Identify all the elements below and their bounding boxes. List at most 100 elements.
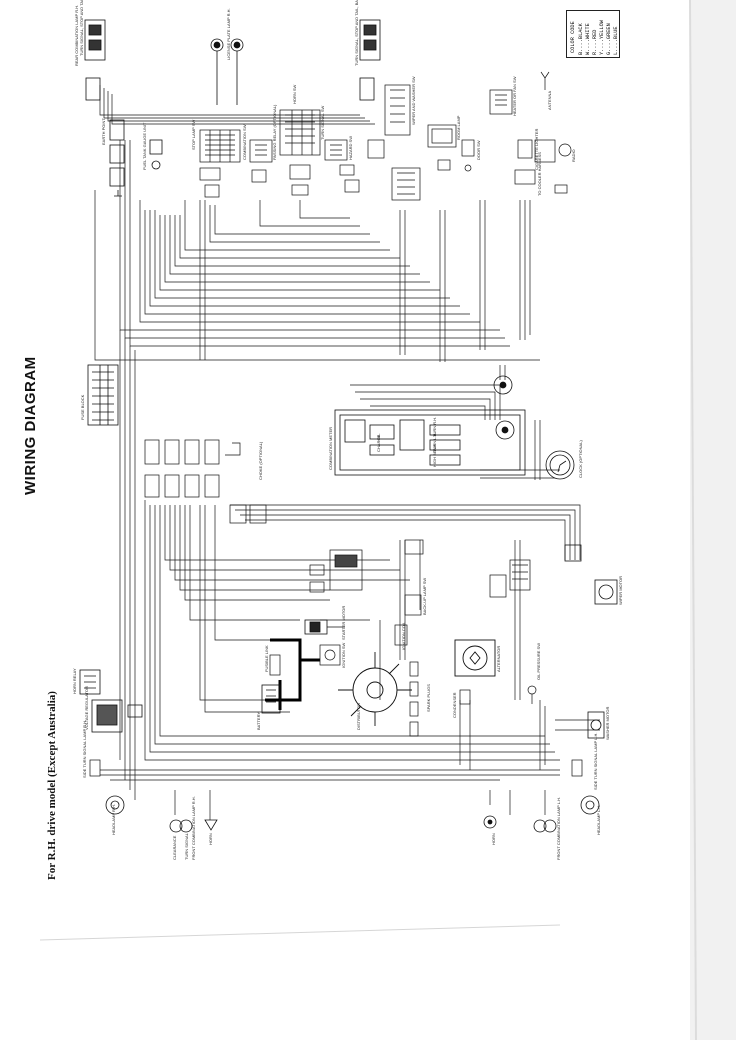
- rear-combination-lamp-lh: [359, 19, 381, 101]
- component-label: RADIO: [571, 149, 576, 162]
- component-label: HORN RELAY: [72, 668, 77, 694]
- headlamp-rh: [105, 795, 125, 815]
- ignition-coil: [394, 624, 408, 646]
- component-label: CIGARETTE LIGHTER: [534, 129, 539, 170]
- fuse-block: [87, 364, 119, 426]
- component-label: LICENSE PLATE LAMP R.H.: [226, 8, 231, 60]
- front-combination-lamp-rh: [169, 819, 193, 833]
- wiper-washer-sw: [384, 84, 421, 201]
- oil-pressure-sw: [527, 685, 537, 704]
- component-label: VOLTAGE REGULATOR: [84, 686, 89, 730]
- color-code-entry: R....RED: [592, 29, 598, 55]
- component-label: WASHER MOTOR: [605, 707, 610, 740]
- component-label: SIDE TURN SIGNAL LAMP R.H.: [82, 720, 87, 778]
- turn-signal-sw: [279, 109, 321, 196]
- horn-lh: [483, 815, 497, 829]
- battery-unit: [261, 684, 281, 714]
- voltage-regulator-unit: [309, 549, 363, 593]
- component-label: HEADLAMP L.H.: [596, 805, 601, 835]
- component-label: COMBINATION METER: [328, 427, 333, 470]
- color-code-legend: COLOR CODE B....BLACK W....WHITE R....RE…: [566, 10, 620, 58]
- rear-combination-lamp-rh: [84, 19, 106, 101]
- passing-relay: [249, 139, 273, 183]
- component-label: STARTER MOTOR: [341, 606, 346, 640]
- color-code-entry: W....WHITE: [585, 23, 591, 55]
- component-label: CLEARANCE: [172, 835, 177, 860]
- component-label: PASSING RELAY (OPTIONAL): [272, 104, 277, 160]
- starter-motor: [304, 619, 345, 635]
- back-up-lamp-sw: [404, 539, 424, 616]
- horn-relay: [79, 669, 101, 695]
- component-label: HORN: [208, 833, 213, 845]
- component-label: TURN SIGNAL, STOP AND TAIL, BACK-UP: [79, 0, 84, 56]
- component-label: IGNITION COIL: [401, 621, 406, 650]
- component-label: CLOCK (OPTIONAL): [578, 440, 583, 478]
- component-label: SPARK PLUGS: [426, 684, 431, 712]
- component-label: TO COOLER HARNESS: [537, 152, 542, 196]
- component-label: HEADLAMP R.H.: [111, 804, 116, 835]
- component-label: REAR COMBINATION LAMP R.H.: [74, 5, 79, 66]
- ignition-sw: [319, 644, 341, 666]
- component-label: CHOKE (OPTIONAL): [258, 441, 263, 480]
- component-label: BACK-UP LAMP SW: [422, 578, 427, 615]
- upper-harness: [94, 85, 540, 800]
- component-label: COMBINATION SW: [242, 124, 247, 160]
- side-turn-signal-lamp-rh: [89, 759, 101, 777]
- component-label: IGNITION SW: [341, 642, 346, 668]
- component-label: TURN SIGNAL: [184, 832, 189, 860]
- color-code-entry: Y....YELLOW: [599, 20, 605, 55]
- horn-rh: [204, 819, 218, 831]
- spark-plugs: [409, 661, 419, 737]
- component-label: TURN R.H.: [432, 417, 437, 437]
- clock: [545, 450, 575, 480]
- fuel-tank-gauge-unit: [149, 139, 163, 170]
- component-labels: TURN SIGNAL, STOP AND TAIL, BACK-UP REAR…: [72, 0, 623, 860]
- radio-antenna: [534, 71, 572, 194]
- washer-motor: [587, 711, 605, 739]
- component-label: FUSIBLE LINK: [264, 645, 269, 672]
- component-label: DOOR SW: [476, 140, 481, 160]
- component-label: HEATER OR FAN SW: [512, 76, 517, 116]
- color-code-entry: B....BLACK: [578, 23, 584, 55]
- earth-point-connectors: [109, 119, 125, 197]
- color-code-entry: G....GREEN: [606, 23, 612, 55]
- side-turn-signal-lamp-lh: [571, 759, 583, 777]
- component-label: FUEL TANK GAUGE UNIT: [142, 122, 147, 170]
- distributor: [338, 652, 412, 726]
- combination-sw: [199, 129, 241, 198]
- door-sw: [461, 139, 475, 172]
- wiper-motor: [564, 544, 618, 605]
- page-subtitle: For R.H. drive model (Except Australia): [46, 691, 58, 880]
- component-label: TURN L.H.: [432, 432, 437, 452]
- component-label: FRONT COMBINATION LAMP R.H.: [191, 796, 196, 860]
- condenser: [459, 689, 471, 705]
- component-label: CHARGE: [376, 435, 381, 452]
- component-label: WIPER AND WASHER SW: [411, 76, 416, 125]
- component-label: HORN SW: [292, 84, 297, 104]
- component-label: STOP LAMP SW: [191, 120, 196, 150]
- component-label: TURN SIGNAL, STOP AND TAIL, BACK-UP: [354, 0, 359, 66]
- component-label: HAZARD SW: [348, 136, 353, 160]
- headlamp-lh: [580, 795, 600, 815]
- component-label: DISTRIBUTOR: [356, 703, 361, 730]
- component-label: FUSE BLOCK: [80, 394, 85, 420]
- component-label: BATTERY: [256, 712, 261, 730]
- room-lamp: [427, 124, 457, 171]
- scan-fold-line: [39, 924, 561, 941]
- component-label: OIL: [376, 433, 381, 440]
- front-combination-lamp-lh: [533, 819, 557, 833]
- component-label: HORN: [491, 833, 496, 845]
- color-code-entry: L....BLUE: [613, 26, 619, 55]
- voltage-regulator: [91, 699, 143, 733]
- hazard-sw: [324, 139, 385, 193]
- combination-meter: [334, 375, 526, 476]
- fusible-link: [269, 654, 281, 676]
- oil-cooler-unit: [489, 559, 531, 598]
- component-label: CONDENSER: [452, 692, 457, 718]
- component-label: ROOM LAMP: [456, 115, 461, 140]
- scan-edge-shade: [690, 0, 736, 1040]
- component-label: EARTH POINT: [101, 118, 106, 145]
- alternator: [454, 639, 496, 677]
